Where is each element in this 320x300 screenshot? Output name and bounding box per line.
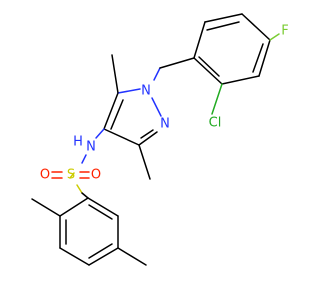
- bond: [81, 154, 87, 164]
- bond: [110, 99, 124, 130]
- atom-f: F: [281, 24, 288, 39]
- atom-cl: Cl: [209, 116, 222, 131]
- bond: [95, 128, 105, 139]
- bond: [211, 83, 223, 115]
- bond: [117, 88, 141, 94]
- atom-n1: N: [141, 84, 151, 99]
- bond: [193, 21, 206, 59]
- bond: [252, 43, 264, 73]
- bond: [59, 197, 89, 217]
- molecule-drawing: N N N H S O O Cl F: [31, 13, 289, 266]
- bond: [221, 75, 260, 85]
- bond: [103, 128, 140, 146]
- bond: [88, 243, 113, 259]
- bond: [159, 57, 195, 69]
- atom-h: H: [73, 135, 83, 150]
- bond: [204, 13, 243, 23]
- bond: [111, 54, 119, 94]
- bond: [138, 131, 158, 146]
- bond: [88, 247, 119, 266]
- structure-canvas: N N N H S O O Cl F: [31, 13, 289, 266]
- bond: [258, 39, 271, 77]
- bond: [241, 13, 271, 41]
- bond: [198, 56, 220, 77]
- bond: [138, 144, 151, 180]
- bond: [59, 247, 90, 266]
- bond: [269, 33, 280, 41]
- atom-s: S: [67, 168, 75, 183]
- bond: [140, 129, 154, 139]
- bond: [69, 172, 75, 179]
- bond: [76, 184, 83, 194]
- atom-o1: O: [40, 168, 50, 183]
- bond: [206, 21, 240, 31]
- bond: [31, 198, 61, 217]
- bond: [88, 204, 113, 220]
- bond: [87, 197, 119, 217]
- bond: [117, 247, 147, 266]
- atom-n2: N: [160, 117, 170, 132]
- bond: [151, 97, 162, 117]
- bond: [81, 192, 89, 199]
- atom-nh: N: [86, 140, 96, 155]
- bond: [153, 67, 161, 81]
- bond: [103, 92, 119, 130]
- atom-o2: O: [91, 168, 101, 183]
- bond: [193, 57, 223, 85]
